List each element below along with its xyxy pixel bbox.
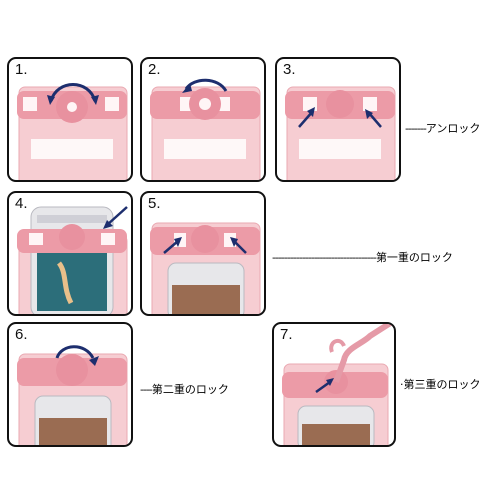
caption-first-lock: -----------------------------------第一重のロ…: [272, 249, 453, 265]
step-number: 2.: [148, 61, 161, 78]
rotate-arrow-icon: [49, 83, 97, 102]
caption-lead: ·: [400, 378, 404, 391]
step-number: 1.: [15, 61, 28, 78]
phone-screen-icon: [39, 418, 107, 445]
pouch-clip-illustration: [17, 83, 128, 180]
step-panel-6: 6.: [7, 322, 133, 447]
phone-screen-icon: [172, 285, 240, 314]
step-number: 6.: [15, 326, 28, 343]
step-panel-7: 7.: [272, 322, 396, 447]
step-panel-5: 5.: [140, 191, 266, 316]
phone-screen-icon: [302, 424, 370, 445]
press-arrow-icon: [368, 112, 382, 128]
rotate-arrow-icon: [55, 345, 95, 359]
caption-text: 第三重のロック: [403, 378, 481, 391]
caption-lead: -------: [405, 122, 427, 135]
step-number: 7.: [280, 326, 293, 343]
step-panel-4: 4.: [7, 191, 133, 316]
lanyard-hook-icon: [333, 324, 394, 384]
press-arrow-icon: [106, 206, 128, 226]
step-number: 3.: [283, 61, 296, 78]
caption-text: アンロック: [425, 122, 481, 135]
pouch-lock-illustration: [17, 345, 128, 445]
caption-unlock: -------アンロック: [405, 120, 480, 136]
caption-third-lock: ·第三重のロック: [400, 376, 481, 392]
caption-text: 第一重のロック: [375, 251, 453, 264]
step-number: 4.: [15, 195, 28, 212]
pouch-clip-illustration: [150, 78, 261, 180]
step-panel-2: 2.: [140, 57, 266, 182]
press-arrow-icon: [315, 380, 331, 394]
press-arrow-icon: [163, 240, 179, 254]
caption-text: 第二重のロック: [151, 383, 229, 396]
caption-lead: ----: [140, 383, 153, 396]
phone-insert-illustration: [17, 206, 128, 314]
pouch-clip-illustration: [285, 86, 396, 180]
pouch-lanyard-illustration: [282, 324, 394, 445]
caption-second-lock: ----第二重のロック: [140, 381, 229, 397]
step-panel-1: 1.: [7, 57, 133, 182]
caption-lead: -----------------------------------: [272, 251, 377, 264]
pouch-lock-illustration: [150, 222, 261, 314]
step-number: 5.: [148, 195, 161, 212]
step-panel-3: 3.: [275, 57, 401, 182]
